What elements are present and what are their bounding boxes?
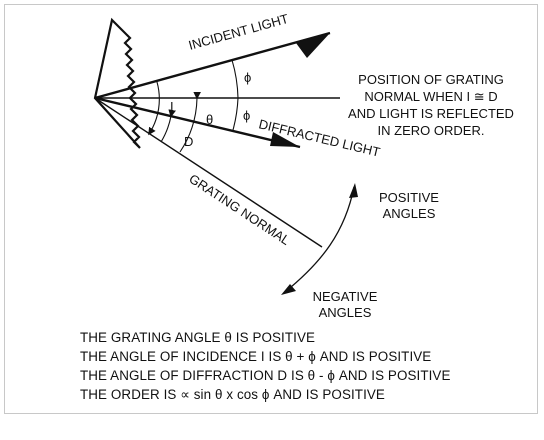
- angle-direction-arc: [284, 186, 355, 293]
- grating-normal-label: GRATING NORMAL: [186, 171, 292, 248]
- phi-upper-arc: [231, 59, 239, 99]
- incidence-angle-arc: [148, 81, 160, 136]
- note-angle-of-diffraction: THE ANGLE OF DIFFRACTION D IS θ - ϕ AND …: [80, 368, 451, 383]
- diffraction-angle-arc: [160, 109, 176, 143]
- theta-angle-arc: [179, 91, 201, 153]
- phi-lower-arc: [232, 97, 239, 131]
- incident-light-ray: [94, 31, 331, 100]
- theta-symbol: θ: [206, 112, 213, 127]
- positive-angles-line-2: ANGLES: [383, 206, 436, 221]
- phi-lower-symbol: ϕ: [243, 108, 250, 123]
- position-note-line-2: NORMAL WHEN I ≅ D: [364, 89, 497, 104]
- notes-list: THE GRATING ANGLE θ IS POSITIVE THE ANGL…: [80, 328, 450, 404]
- note-grating-angle: THE GRATING ANGLE θ IS POSITIVE: [80, 330, 316, 345]
- incident-arrow-head: [296, 33, 330, 58]
- incident-light-label: INCIDENT LIGHT: [187, 11, 290, 53]
- position-note-line-4: IN ZERO ORDER.: [378, 123, 485, 138]
- note-angle-of-incidence: THE ANGLE OF INCIDENCE I IS θ + ϕ AND IS…: [80, 349, 432, 364]
- phi-upper-symbol: ϕ: [244, 70, 251, 85]
- diffracted-light-ray: [94, 96, 301, 149]
- negative-angles-line-1: NEGATIVE: [313, 289, 378, 304]
- grating-body: [93, 17, 141, 149]
- position-note-line-1: POSITION OF GRATING: [358, 72, 504, 87]
- diffracted-arrow-head: [270, 132, 300, 147]
- incidence-symbol: I: [170, 99, 174, 114]
- grating-normal-line: [94, 97, 323, 248]
- positive-direction-arrow-head: [349, 183, 358, 198]
- negative-direction-arrow-head: [281, 284, 296, 295]
- position-note-line-3: AND LIGHT IS REFLECTED: [348, 106, 514, 121]
- diffraction-symbol: D: [184, 134, 193, 149]
- figure-frame: [4, 4, 538, 414]
- note-order: THE ORDER IS ∝ sin θ x cos ϕ AND IS POSI…: [80, 387, 385, 402]
- negative-angles-line-2: ANGLES: [319, 305, 372, 320]
- positive-angles-line-1: POSITIVE: [379, 190, 439, 205]
